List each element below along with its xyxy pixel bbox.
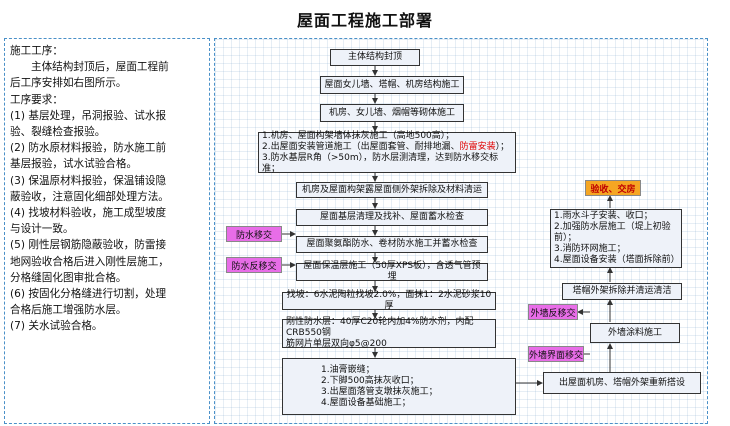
notes-line: (5) 刚性层钢筋隐蔽验收，防雷接 xyxy=(10,239,167,252)
notes-line: (4) 找坡材料验收，施工成型坡度 xyxy=(10,207,167,220)
notes-line: 地网验收合格后进入刚性层施工， xyxy=(10,255,169,268)
flow-step-pipes-line: 2.出屋面安装管道施工（出屋面套管、耐排地漏、防雷安装）； xyxy=(262,142,509,153)
tag-exterior-reverse-handover: 外墙反移交 xyxy=(528,304,578,320)
flow-step-parapet-structure: 屋面女儿墙、塔帽、机房结构施工 xyxy=(320,76,464,94)
flow-step-plaster-line: 1.机房、屋面构架墙体抹灰施工（高地500高）； xyxy=(262,130,455,141)
flow-step-sealing-line: 2.下脚500高抹灰收口； xyxy=(321,375,419,386)
flow-step-rigid-line: 刚性防水层：40厚C20轮内加4%防水剂，内配CRB550钢 xyxy=(286,317,474,338)
flow-step-base-cleaning: 屋面基层清理及找补、屋面蓄水检查 xyxy=(296,209,488,226)
flow-step-rigid-layer: 刚性防水层：40厚C20轮内加4%防水剂，内配CRB550钢 筋网片单层双向φ5… xyxy=(282,317,496,349)
flow-step-sealing-line: 3.出屋面落管支墩抹灰施工； xyxy=(321,386,438,397)
notes-line: 基层报验，试水试验合格。 xyxy=(10,158,138,171)
flow-step-drain-line: 4.屋面设备安装（塔面拆除前） xyxy=(554,255,680,265)
construction-notes-panel: 施工工序： 主体结构封顶后，屋面工程前 后工序安排如右图所示。 工序要求： (1… xyxy=(4,38,210,424)
lightning-protection-note: 防雷安装 xyxy=(459,141,496,152)
page-title: 屋面工程施工部署 xyxy=(296,11,433,30)
notes-line: (1) 基层处理，吊洞报验、试水报 xyxy=(10,109,167,122)
flow-step-sloping: 找坡：6水泥陶粒找坡2.0%，面抹1：2水泥砂浆10厚 xyxy=(282,290,496,311)
notes-line: 后工序安排如右图所示。 xyxy=(10,77,127,90)
flow-step-drain-line: 1.雨水斗子安装、收口； xyxy=(554,211,653,221)
flow-step-rigid-line: 筋网片单层双向φ5@200 xyxy=(286,339,387,349)
flow-step-pipes-text: 2.出屋面安装管道施工（出屋面套管、耐排地漏、 xyxy=(262,141,460,152)
flow-step-scaffold-rebuild: 出屋面机房、塔帽外架重新搭设 xyxy=(543,372,701,394)
notes-line: 工序要求： xyxy=(10,93,63,106)
flow-step-drain-install: 1.雨水斗子安装、收口； 2.加强防水层施工（堤上初验前）； 3.消防环网施工；… xyxy=(550,209,682,268)
tag-exterior-interface-handover: 外墙界面移交 xyxy=(528,346,584,362)
flow-step-masonry: 机房、女儿墙、烟帽等砌体施工 xyxy=(320,104,464,122)
acceptance-handover: 验收、交房 xyxy=(585,180,641,196)
notes-line: 施工工序： xyxy=(10,45,63,57)
flow-step-drain-line: 3.消防环网施工； xyxy=(554,244,626,254)
flow-step-exterior-paint: 外墙涂料施工 xyxy=(590,323,680,343)
notes-line: (3) 保温原材料报验，保温铺设隐 xyxy=(10,174,167,187)
notes-line: 与设计一致。 xyxy=(10,223,74,236)
flow-step-scaffold-removal: 机房及屋面构架露屋面侧外架拆除及材料清运 xyxy=(296,182,488,198)
notes-line: 主体结构封顶后，屋面工程前 xyxy=(31,61,169,74)
notes-line: 合格后施工增强防水层。 xyxy=(10,304,127,317)
notes-line: 验、裂缝检查报验。 xyxy=(10,126,106,139)
flow-step-drain-line: 2.加强防水层施工（堤上初验前）； xyxy=(554,222,671,243)
flow-step-sealing-line: 4.屋面设备基础施工； xyxy=(321,397,411,408)
flow-step-plaster-pipes: 1.机房、屋面构架墙体抹灰施工（高地500高）； 2.出屋面安装管道施工（出屋面… xyxy=(258,130,516,174)
flow-step-scaffold-clear: 塔帽外架拆除并清运清洁 xyxy=(562,283,682,300)
flow-step-sealing-line: 1.油膏嵌缝； xyxy=(321,364,375,375)
flow-step-sealing: 1.油膏嵌缝； 2.下脚500高抹灰收口； 3.出屋面落管支墩抹灰施工； 4.屋… xyxy=(282,358,516,415)
notes-line: (2) 防水原材料报验，防水施工前 xyxy=(10,142,167,155)
flow-step-pipes-close: ）； xyxy=(495,141,510,152)
tag-waterproof-handover: 防水移交 xyxy=(226,226,282,242)
tag-waterproof-reverse-handover: 防水反移交 xyxy=(226,257,282,273)
notes-line: (7) 关水试验合格。 xyxy=(10,320,103,333)
notes-line: 蔽验收，注意固化细部处理方法。 xyxy=(10,190,169,203)
flow-step-waterproof-base-line: 3.防水基层R角（>50m），防水层测清理，达到防水移交标准； xyxy=(262,152,499,174)
flow-step-waterproofing: 屋面聚氨酯防水、卷材防水施工并蓄水检查 xyxy=(296,236,488,253)
flow-step-topping-out: 主体结构封顶 xyxy=(330,49,420,66)
notes-line: (6) 按固化分格缝进行切割，处理 xyxy=(10,288,167,301)
notes-line: 分格缝固化图审批合格。 xyxy=(10,271,127,284)
flow-step-insulation: 屋面保温层施工（50厚XPS板），含透气管预埋 xyxy=(296,261,488,282)
